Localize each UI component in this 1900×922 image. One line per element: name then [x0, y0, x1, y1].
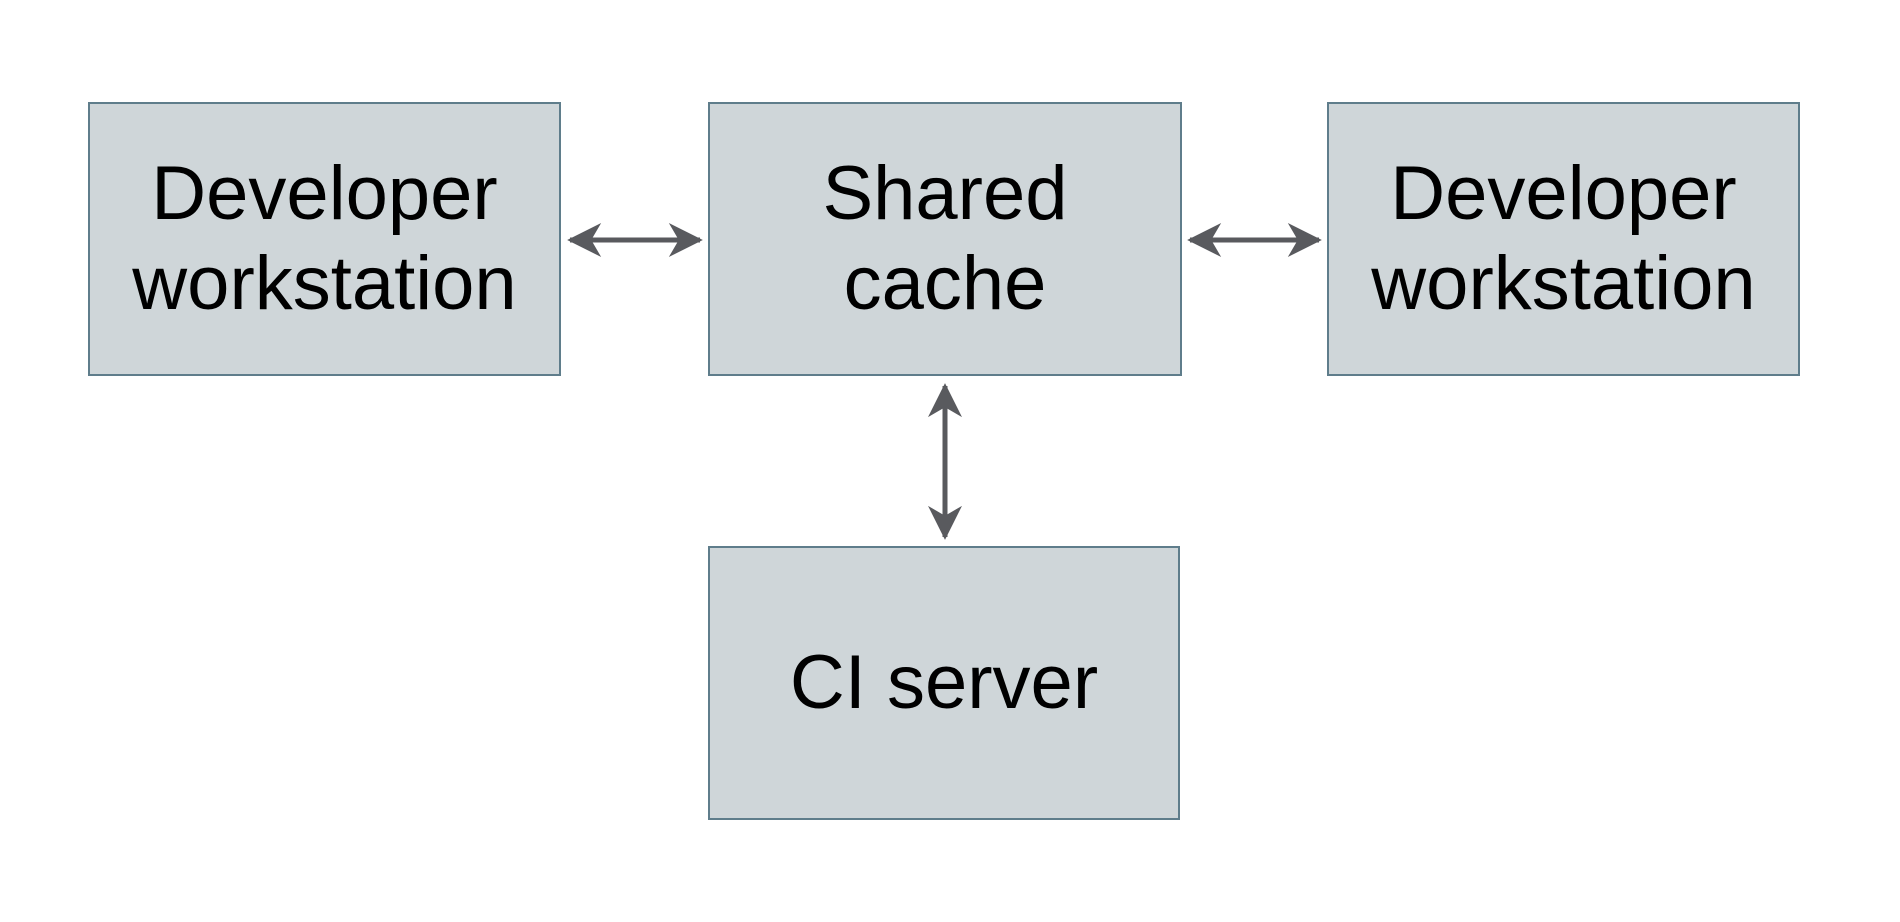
node-developer-workstation-right-label: Developer workstation — [1371, 151, 1756, 326]
node-shared-cache-label: Shared cache — [822, 151, 1068, 326]
node-developer-workstation-right: Developer workstation — [1327, 102, 1800, 376]
node-ci-server-label: CI server — [789, 640, 1099, 725]
node-developer-workstation-left-label: Developer workstation — [132, 151, 517, 326]
node-ci-server: CI server — [708, 546, 1180, 820]
node-shared-cache: Shared cache — [708, 102, 1182, 376]
node-developer-workstation-left: Developer workstation — [88, 102, 561, 376]
